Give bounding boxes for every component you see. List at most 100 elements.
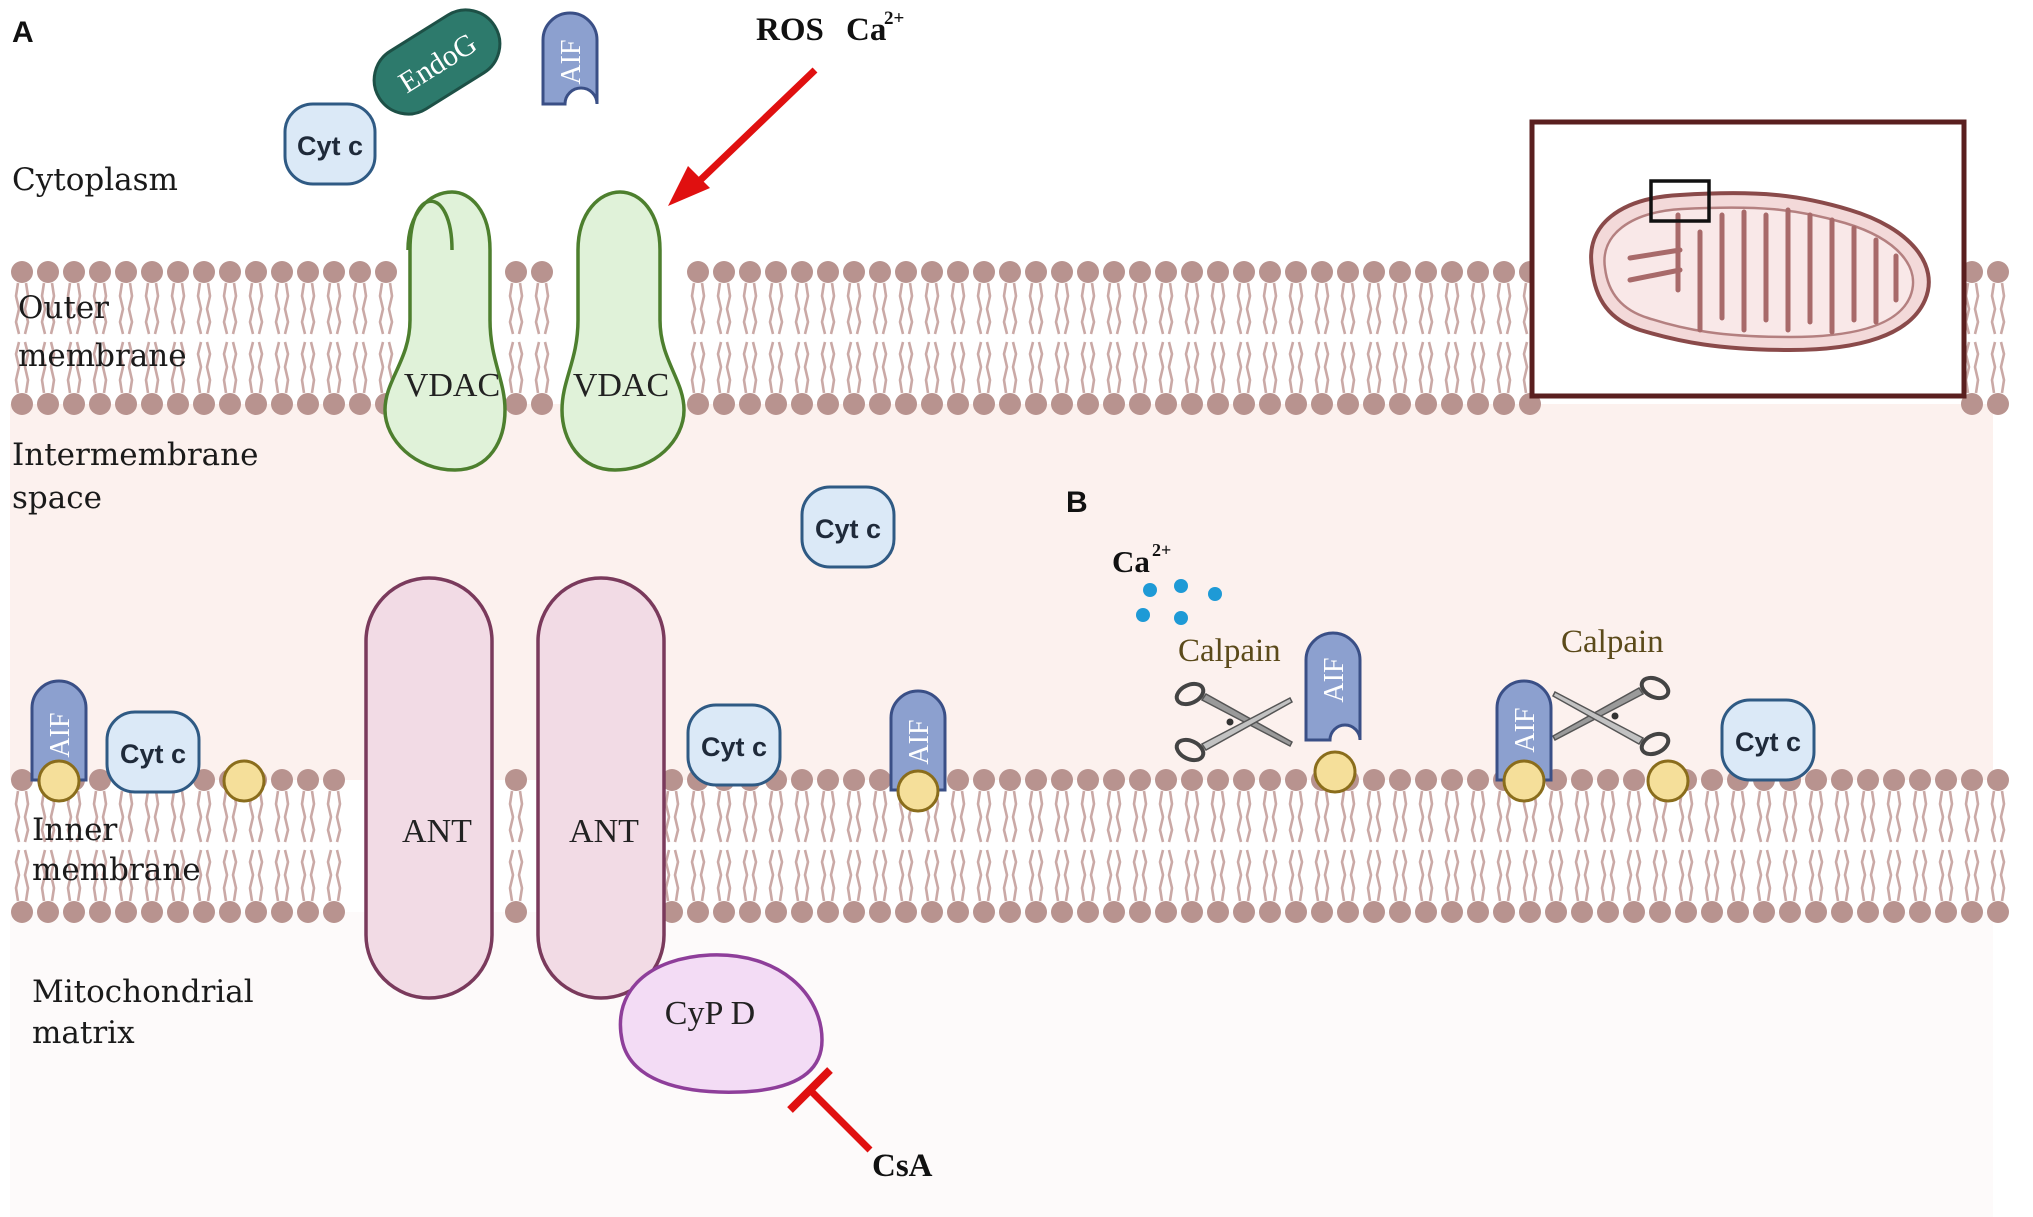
lipid-unit bbox=[763, 767, 789, 925]
lipid-unit bbox=[763, 259, 789, 417]
calcium-ions bbox=[1136, 579, 1222, 625]
aif-protein-cytoplasm: AIF bbox=[541, 11, 599, 106]
cypd-protein: CyP D bbox=[618, 953, 824, 1094]
lipid-unit bbox=[1101, 259, 1127, 417]
lipid-unit bbox=[321, 767, 347, 925]
cytc-inner-2: Cyt c bbox=[686, 703, 782, 787]
lipid-unit bbox=[711, 259, 737, 417]
anchor-lipid bbox=[1646, 759, 1690, 803]
lipid-unit bbox=[1907, 767, 1933, 925]
ant-channel-left bbox=[364, 576, 494, 1000]
vdac-channel-right bbox=[560, 190, 686, 472]
lipid-unit bbox=[1231, 767, 1257, 925]
lipid-unit bbox=[1127, 259, 1153, 417]
lipid-unit bbox=[1127, 767, 1153, 925]
cytc-inner-1: Cyt c bbox=[105, 710, 201, 794]
lipid-unit bbox=[1023, 767, 1049, 925]
lipid-unit bbox=[269, 259, 295, 417]
cytc-cytoplasm: Cyt c bbox=[283, 102, 377, 186]
calpain-label-2: Calpain bbox=[1561, 624, 1664, 660]
lipid-unit bbox=[1283, 259, 1309, 417]
lipid-unit bbox=[217, 259, 243, 417]
lipid-unit bbox=[1985, 259, 2011, 417]
lipid-unit bbox=[243, 259, 269, 417]
inner-membrane-label-line1: Inner bbox=[32, 812, 118, 848]
aif-cleaved: AIF bbox=[1304, 631, 1362, 742]
lipid-unit bbox=[1101, 767, 1127, 925]
anchor-lipid bbox=[222, 759, 266, 803]
calcium-b-label: Ca bbox=[1112, 544, 1150, 579]
lipid-unit bbox=[867, 767, 893, 925]
lipid-unit bbox=[737, 259, 763, 417]
lipid-unit bbox=[685, 767, 711, 925]
cytc-label: Cyt c bbox=[297, 131, 363, 161]
lipid-unit bbox=[1855, 767, 1881, 925]
lipid-unit bbox=[1075, 259, 1101, 417]
calcium-label: Ca bbox=[846, 12, 886, 48]
lipid-unit bbox=[997, 259, 1023, 417]
lipid-unit bbox=[1543, 767, 1569, 925]
lipid-unit bbox=[1283, 767, 1309, 925]
cytc-label: Cyt c bbox=[701, 732, 767, 762]
lipid-unit bbox=[1049, 767, 1075, 925]
anchor-lipid bbox=[1502, 759, 1546, 803]
lipid-unit bbox=[1335, 259, 1361, 417]
matrix-label-line2: matrix bbox=[32, 1015, 135, 1051]
lipid-unit bbox=[1829, 767, 1855, 925]
lipid-unit bbox=[841, 259, 867, 417]
aif-label: AIF bbox=[1319, 657, 1350, 702]
lipid-unit bbox=[1465, 259, 1491, 417]
lipid-unit bbox=[1803, 767, 1829, 925]
lipid-unit bbox=[503, 259, 529, 417]
aif-label: AIF bbox=[904, 719, 935, 764]
lipid-unit bbox=[815, 767, 841, 925]
matrix-area bbox=[10, 912, 1993, 1217]
lipid-unit bbox=[711, 767, 737, 925]
lipid-unit bbox=[1049, 259, 1075, 417]
intermembrane-label-line1: Intermembrane bbox=[12, 437, 258, 473]
arrow-icon bbox=[687, 67, 818, 193]
lipid-unit bbox=[1257, 767, 1283, 925]
mitochondrion-icon bbox=[1589, 179, 1931, 353]
lipid-unit bbox=[945, 767, 971, 925]
calcium-charge: 2+ bbox=[884, 8, 904, 29]
calcium-b-charge: 2+ bbox=[1152, 540, 1171, 560]
cytc-intermembrane: Cyt c bbox=[800, 485, 896, 569]
cypd-label: CyP D bbox=[665, 995, 755, 1032]
lipid-unit bbox=[685, 259, 711, 417]
lipid-unit bbox=[1361, 767, 1387, 925]
lipid-unit bbox=[321, 259, 347, 417]
lipid-unit bbox=[1179, 259, 1205, 417]
endog-protein: EndoG bbox=[372, 8, 502, 116]
lipid-unit bbox=[1231, 259, 1257, 417]
zoom-region-box bbox=[1649, 179, 1711, 223]
lipid-unit bbox=[971, 767, 997, 925]
vdac-left-label: VDAC bbox=[404, 367, 500, 404]
cytoplasm-label: Cytoplasm bbox=[12, 162, 178, 198]
cytc-label: Cyt c bbox=[120, 739, 186, 769]
lipid-unit bbox=[191, 767, 217, 925]
lipid-unit bbox=[269, 767, 295, 925]
ant-right-label: ANT bbox=[569, 813, 639, 850]
vdac-right-label: VDAC bbox=[573, 367, 669, 404]
lipid-unit bbox=[1205, 259, 1231, 417]
matrix-label-line1: Mitochondrial bbox=[32, 974, 254, 1010]
lipid-unit bbox=[295, 767, 321, 925]
cytc-label: Cyt c bbox=[1735, 727, 1801, 757]
ant-left-label: ANT bbox=[402, 813, 472, 850]
lipid-unit bbox=[1413, 259, 1439, 417]
ros-label: ROS bbox=[756, 12, 824, 48]
lipid-unit bbox=[737, 767, 763, 925]
anchor-lipid bbox=[37, 759, 81, 803]
ant-channel-right bbox=[536, 576, 666, 1000]
lipid-unit bbox=[1179, 767, 1205, 925]
lipid-unit bbox=[1699, 767, 1725, 925]
lipid-unit bbox=[1361, 259, 1387, 417]
calpain-label-1: Calpain bbox=[1178, 633, 1281, 669]
lipid-unit bbox=[1985, 767, 2011, 925]
lipid-unit bbox=[347, 259, 373, 417]
lipid-unit bbox=[1153, 259, 1179, 417]
lipid-unit bbox=[1413, 767, 1439, 925]
lipid-unit bbox=[1777, 767, 1803, 925]
